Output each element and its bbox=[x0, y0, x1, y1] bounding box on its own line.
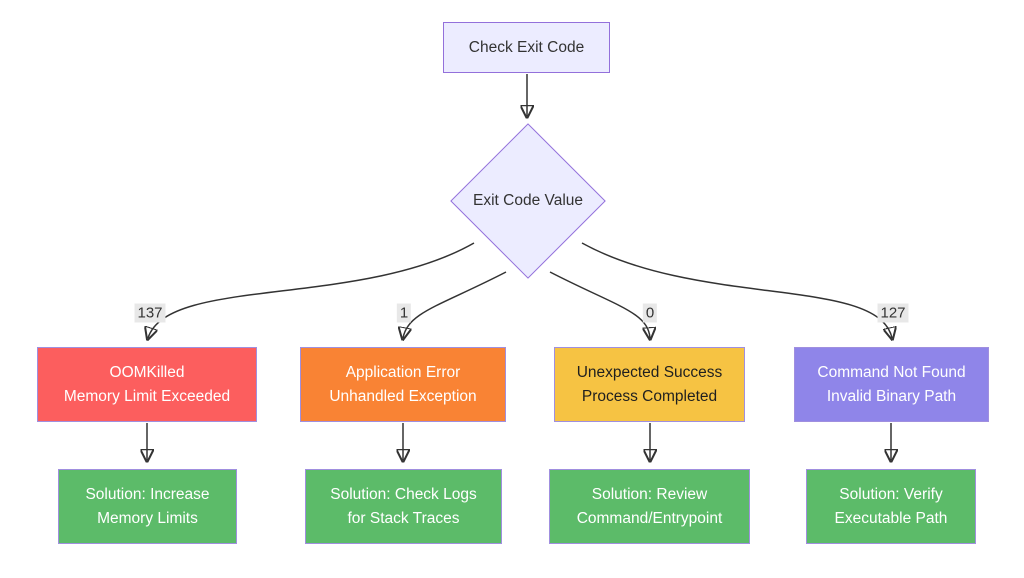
node-label-line1: Command Not Found bbox=[817, 363, 966, 381]
node-label-line1: Solution: Increase bbox=[85, 485, 210, 503]
edge-label-137: 137 bbox=[134, 303, 166, 323]
edge-1 bbox=[403, 271, 507, 338]
edge-127 bbox=[581, 242, 892, 338]
node-label-line2: Memory Limits bbox=[97, 509, 198, 527]
node-label-line2: for Stack Traces bbox=[347, 509, 460, 527]
node-label-line2: Invalid Binary Path bbox=[826, 387, 957, 405]
node-label-line1: Unexpected Success bbox=[576, 363, 723, 381]
node-label-line1: Solution: Check Logs bbox=[330, 485, 477, 503]
node-label-line2: Executable Path bbox=[834, 509, 948, 527]
node-label-line1: Application Error bbox=[345, 363, 461, 381]
edge-0 bbox=[549, 271, 650, 338]
node-label-line2: Command/Entrypoint bbox=[576, 509, 723, 527]
node-label-line2: Memory Limit Exceeded bbox=[63, 387, 231, 405]
node-label-line2: Unhandled Exception bbox=[329, 387, 477, 405]
node-solution-increase-memory: Solution: Increase Memory Limits bbox=[58, 469, 237, 544]
node-check-exit-code: Check Exit Code bbox=[443, 22, 610, 73]
node-label-line1: OOMKilled bbox=[109, 363, 185, 381]
node-label-line1: Solution: Review bbox=[591, 485, 708, 503]
edge-label-127: 127 bbox=[877, 303, 909, 323]
node-unexpected-success: Unexpected Success Process Completed bbox=[554, 347, 745, 422]
edge-label-1: 1 bbox=[396, 303, 412, 323]
node-oomkilled: OOMKilled Memory Limit Exceeded bbox=[37, 347, 257, 422]
node-label: Check Exit Code bbox=[468, 38, 585, 56]
node-label: Exit Code Value bbox=[473, 192, 583, 209]
edge-137 bbox=[148, 242, 475, 338]
node-exit-code-value: Exit Code Value bbox=[450, 123, 606, 279]
node-command-not-found: Command Not Found Invalid Binary Path bbox=[794, 347, 989, 422]
node-solution-review-command: Solution: Review Command/Entrypoint bbox=[549, 469, 750, 544]
node-solution-verify-path: Solution: Verify Executable Path bbox=[806, 469, 976, 544]
node-solution-check-logs: Solution: Check Logs for Stack Traces bbox=[305, 469, 502, 544]
node-label-line1: Solution: Verify bbox=[839, 485, 943, 503]
node-application-error: Application Error Unhandled Exception bbox=[300, 347, 506, 422]
node-label-line2: Process Completed bbox=[581, 387, 718, 405]
edge-label-0: 0 bbox=[642, 303, 658, 323]
